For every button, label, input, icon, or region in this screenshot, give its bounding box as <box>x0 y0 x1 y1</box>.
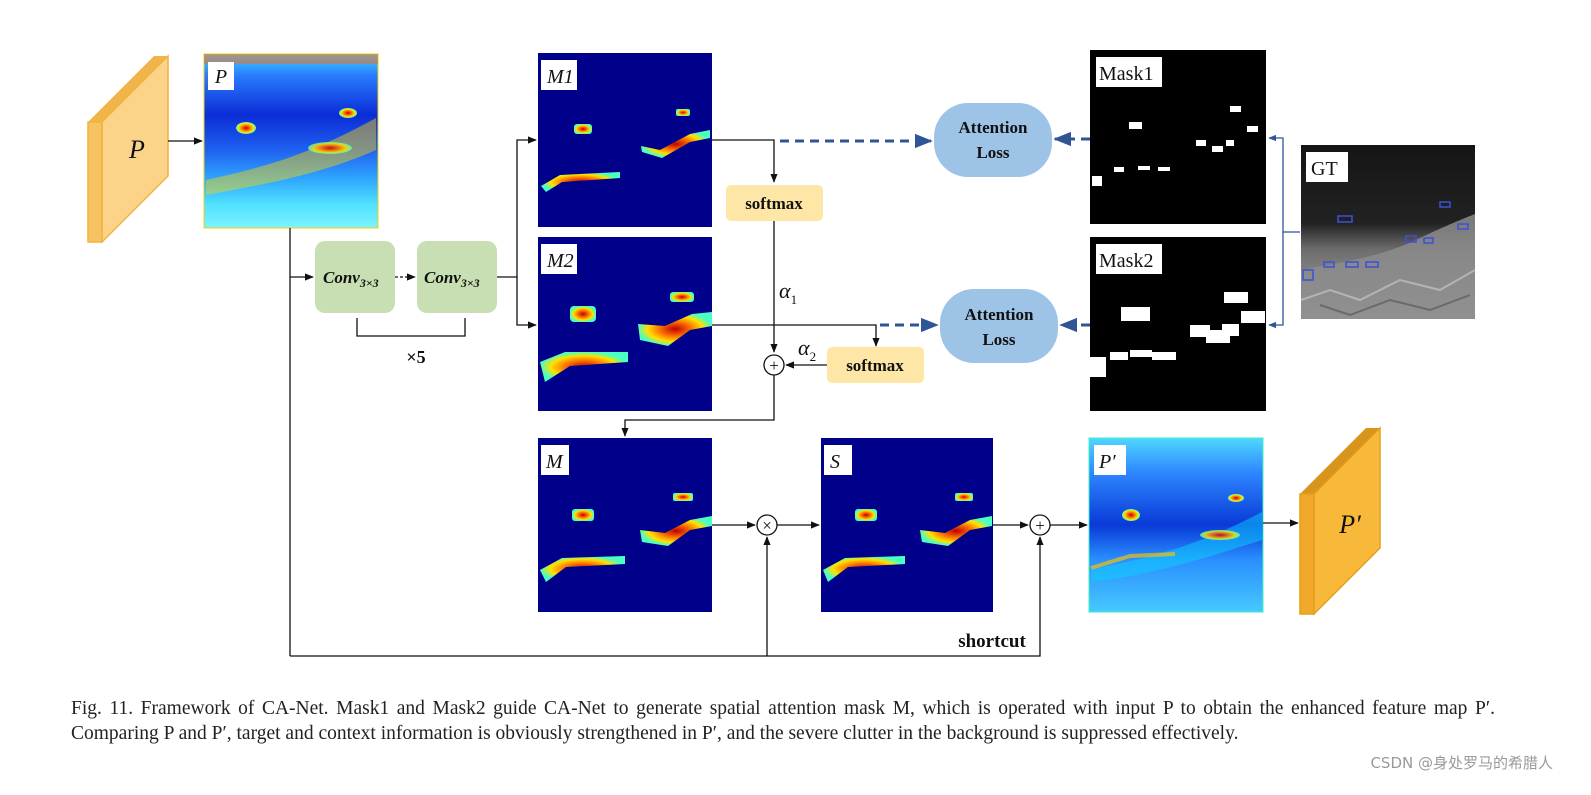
add-operator: + <box>1029 514 1051 536</box>
repeat-bracket <box>356 318 466 337</box>
multiply-operator: × <box>756 514 778 536</box>
sum-symbol-1: + <box>769 356 779 375</box>
sum-symbol-2: + <box>1035 516 1045 535</box>
attention-loss-1-line1: Attention <box>959 118 1028 137</box>
p-prime-map-label: P′ <box>1098 451 1116 473</box>
attention-loss-1: Attention Loss <box>934 103 1052 177</box>
s-label: S <box>830 451 840 473</box>
m-label: M <box>545 451 564 473</box>
shortcut-label: shortcut <box>958 631 1026 652</box>
weighted-map-s: S <box>821 438 993 612</box>
svg-text:M2: M2 <box>546 250 574 272</box>
figure-caption: Fig. 11. Framework of CA-Net. Mask1 and … <box>71 698 1495 744</box>
input-block-label: P <box>128 135 145 164</box>
conv-2-sub: 3×3 <box>460 276 480 290</box>
alpha2-symbol: α <box>798 335 810 360</box>
softmax-block-2: softmax <box>827 347 924 383</box>
multiply-symbol: × <box>762 516 772 535</box>
mask1-label: Mask1 <box>1099 63 1153 85</box>
svg-text:α1: α1 <box>779 278 797 307</box>
softmax-1-label: softmax <box>745 194 803 213</box>
attention-map-m1: M1 <box>538 53 712 227</box>
ground-truth-image: GT <box>1300 145 1476 319</box>
conv-1-label: Conv <box>323 268 360 287</box>
alpha1-sub: 1 <box>791 292 798 307</box>
conv-block-2: Conv3×3 <box>417 241 497 313</box>
conv-2-label: Conv <box>424 268 461 287</box>
repeat-label: ×5 <box>406 347 425 367</box>
shortcut-path <box>290 536 1044 657</box>
enhanced-feature-map-p-prime: P′ <box>1088 437 1264 613</box>
svg-text:α2: α2 <box>798 335 816 364</box>
svg-text:Conv3×3: Conv3×3 <box>424 268 480 290</box>
ca-net-framework-diagram: P P Conv3×3 Conv3×3 ×5 M1 <box>87 50 1476 657</box>
attention-mask-m: M <box>538 438 712 612</box>
attention-loss-1-line2: Loss <box>976 143 1009 162</box>
m2-label: M2 <box>546 250 574 272</box>
attention-map-m2: M2 <box>538 237 712 411</box>
mask2-label: Mask2 <box>1099 250 1153 272</box>
output-block-label: P′ <box>1338 510 1361 539</box>
svg-text:Conv3×3: Conv3×3 <box>323 268 379 290</box>
weighted-sum-operator: + <box>763 354 785 376</box>
mask1-map: Mask1 <box>1090 50 1266 224</box>
conv-1-sub: 3×3 <box>359 276 379 290</box>
softmax-block-1: softmax <box>726 185 823 221</box>
alpha2-sub: 2 <box>810 349 817 364</box>
attention-loss-2: Attention Loss <box>940 289 1058 363</box>
feature-map-p: P <box>203 53 379 229</box>
feature-map-p-label: P <box>214 66 227 88</box>
attention-loss-2-line1: Attention <box>965 305 1034 324</box>
attention-loss-2-line2: Loss <box>982 330 1015 349</box>
softmax-2-label: softmax <box>846 356 904 375</box>
svg-text:M1: M1 <box>546 66 574 88</box>
csdn-watermark: CSDN @身处罗马的希腊人 <box>1370 754 1553 772</box>
input-feature-block: P <box>87 54 169 244</box>
conv-block-1: Conv3×3 <box>315 241 395 313</box>
gt-label: GT <box>1311 158 1338 180</box>
mask2-map: Mask2 <box>1090 237 1266 411</box>
m1-label: M1 <box>546 66 574 88</box>
alpha1-symbol: α <box>779 278 791 303</box>
output-feature-block: P′ <box>1299 426 1381 616</box>
